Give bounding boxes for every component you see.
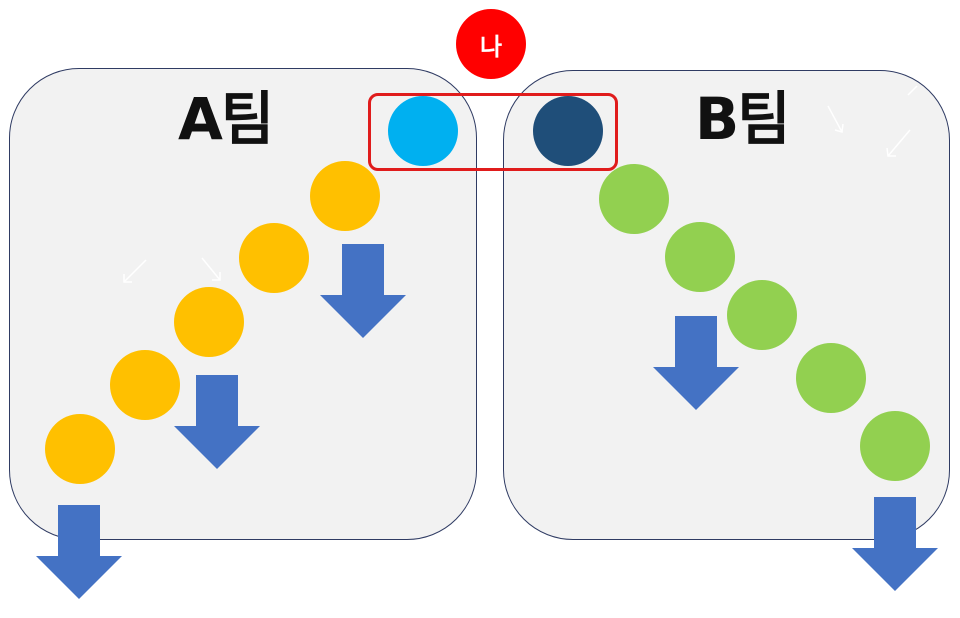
- team-b-member: [665, 222, 735, 292]
- down-arrow-icon: [174, 375, 260, 469]
- team-b-member: [860, 411, 930, 481]
- team-a-member: [239, 223, 309, 293]
- team-a-member: [110, 350, 180, 420]
- faint-arrow-icon: [886, 129, 911, 157]
- down-arrow-icon: [653, 316, 739, 410]
- down-arrow-icon: [36, 505, 122, 599]
- down-arrow-icon: [852, 497, 938, 591]
- team-a-member: [310, 161, 380, 231]
- team-b-title: B팀: [695, 85, 791, 153]
- team-a-member: [45, 414, 115, 484]
- me-badge: 나: [456, 9, 526, 79]
- team-b-member: [599, 164, 669, 234]
- team-b-member: [796, 343, 866, 413]
- faint-arrow-icon: [123, 259, 147, 283]
- faint-arrow-icon: [201, 257, 221, 281]
- team-a-member: [174, 287, 244, 357]
- team-b-member: [727, 280, 797, 350]
- down-arrow-icon: [320, 244, 406, 338]
- team-a-title: A팀: [178, 85, 274, 153]
- faint-arrow-icon: [907, 85, 918, 96]
- highlight-box: [368, 93, 618, 171]
- team-b-highlight-member: [533, 96, 603, 166]
- faint-arrow-icon: [827, 105, 844, 133]
- team-a-highlight-member: [388, 96, 458, 166]
